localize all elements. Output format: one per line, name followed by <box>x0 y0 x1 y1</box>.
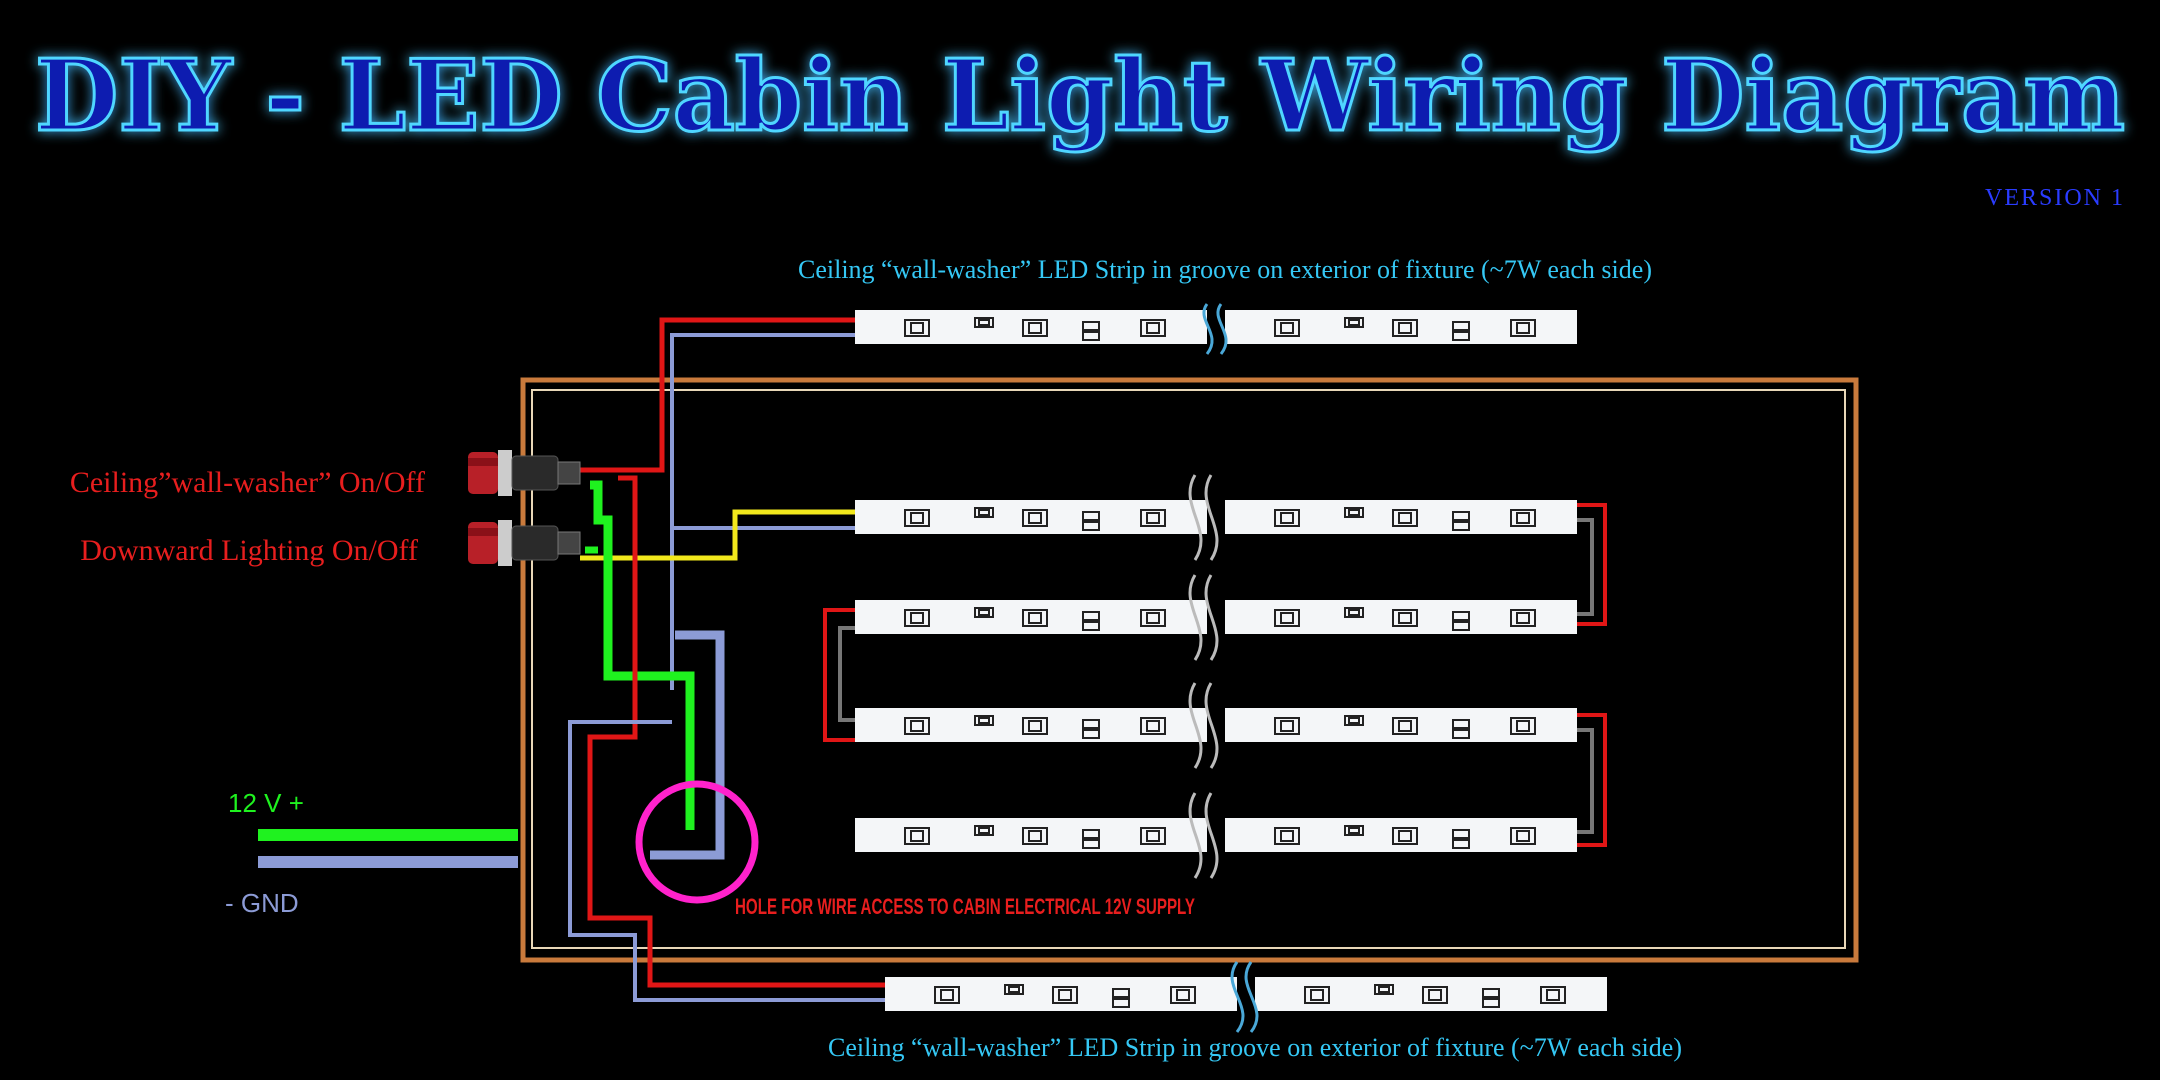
downward-switch-icon <box>468 520 581 566</box>
led-strip-top <box>854 303 1578 355</box>
wires <box>568 317 1607 1002</box>
bottom-strip-label: Ceiling “wall-washer” LED Strip in groov… <box>828 1033 1682 1062</box>
hole-label: HOLE FOR WIRE ACCESS TO CABIN ELECTRICAL… <box>735 894 1195 919</box>
cabin-fixture-frame <box>520 377 1859 963</box>
led-strip-bottom <box>884 961 1608 1033</box>
wire-access-hole <box>635 780 759 904</box>
cabin-fixture-frame-inner <box>531 389 1846 949</box>
red-wire-hole <box>587 475 885 988</box>
gnd-wire-top-strip <box>670 333 855 690</box>
series-gray-1 <box>1575 518 1594 616</box>
led-strip-down-4 <box>854 792 1578 879</box>
series-gray-3 <box>1575 728 1594 834</box>
yellow-wire-down-strip <box>580 509 855 561</box>
red-wire-top-strip <box>575 317 855 473</box>
downward-switch-label: Downward Lighting On/Off <box>80 534 418 567</box>
version-label: VERSION 1 <box>1985 185 2125 211</box>
series-red-1 <box>1575 503 1607 626</box>
ceiling-switch-icon <box>468 450 581 496</box>
led-strip-down-1 <box>854 474 1578 561</box>
top-strip-label: Ceiling “wall-washer” LED Strip in groov… <box>798 255 1652 284</box>
gnd-wire-hole <box>650 630 725 860</box>
led-strip-down-2 <box>854 574 1578 661</box>
gnd-wire-bottom-strip <box>568 720 885 1002</box>
series-red-2 <box>823 608 855 742</box>
power-12v-label: 12 V + <box>228 788 304 818</box>
green-wire-switches <box>590 480 695 830</box>
series-red-3 <box>1575 713 1607 847</box>
power-gnd-label: - GND <box>225 888 299 918</box>
led-strip-down-3 <box>854 682 1578 769</box>
series-gray-2 <box>838 626 855 722</box>
ceiling-switch-label: Ceiling”wall-washer” On/Off <box>70 466 425 499</box>
diagram-title: DIY - LED Cabin Light Wiring Diagram <box>35 39 2125 154</box>
